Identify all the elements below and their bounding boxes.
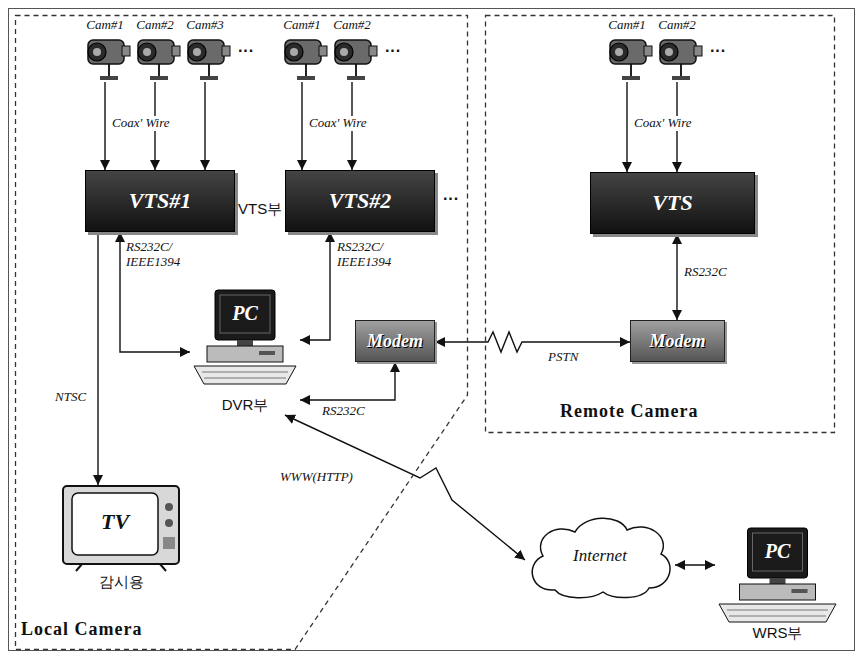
camera-label: Cam#2 (128, 18, 182, 33)
camera-icon: Cam#1 (600, 18, 654, 82)
signal-label: RS232C (322, 404, 365, 419)
connector (300, 232, 330, 340)
ellipsis-mark: ··· (443, 190, 459, 208)
vts-label: VTS#2 (329, 188, 391, 213)
camera-icon: Cam#1 (275, 18, 329, 82)
tv-monitor: TV 감시용 (62, 485, 180, 593)
connector (204, 82, 205, 170)
camera-label: Cam#1 (78, 18, 132, 33)
part-name: VTS부 (238, 200, 282, 217)
vts-label: VTS (652, 190, 692, 215)
signal-label: RS232C (684, 265, 727, 280)
camera-label: Cam#1 (275, 18, 329, 33)
pc-station: PC WRS부 (715, 528, 840, 643)
camera-icon: Cam#1 (78, 18, 132, 82)
ellipsis-mark: ··· (710, 42, 726, 60)
camera-icon: Cam#2 (650, 18, 704, 82)
camera-site-region: Remote Camera Cam#1Cam#2VTS Modem (485, 15, 835, 433)
wire-label: Coax' Wire (307, 116, 369, 131)
connector (97, 232, 98, 485)
camera-site-region: Local CameraCam#1Cam#2Cam#3Cam#1Cam#2VTS… (15, 15, 468, 650)
signal-label: RS232C/ IEEE1394 (337, 240, 403, 270)
camera-label: Cam#2 (650, 18, 704, 33)
modem-label: Modem (367, 331, 423, 352)
camera-label: Cam#1 (600, 18, 654, 33)
vts-unit-box: VTS#2 (285, 170, 435, 232)
outer-frame (9, 9, 855, 651)
wire-label: Coax' Wire (632, 116, 694, 131)
camera-icon: Cam#2 (325, 18, 379, 82)
pc-screen-label: PC (190, 302, 300, 325)
connector (675, 564, 715, 565)
vts-unit-box: VTS#1 (85, 170, 235, 232)
part-name: 감시용 (62, 573, 180, 590)
connector (300, 362, 395, 400)
region-title: Local Camera (21, 619, 142, 640)
camera-icon: Cam#3 (178, 18, 232, 82)
signal-label: RS232C/ IEEE1394 (126, 240, 192, 270)
connector (676, 234, 677, 320)
modem-label: Modem (650, 331, 706, 352)
part-name: DVR부 (190, 396, 300, 413)
vts-label: VTS#1 (129, 188, 191, 213)
camera-icon: Cam#2 (128, 18, 182, 82)
camera-label: Cam#3 (178, 18, 232, 33)
wire-label: Coax' Wire (110, 116, 172, 131)
signal-label: PSTN (548, 350, 578, 365)
connector (285, 415, 525, 560)
pc-station: PC DVR부 (190, 290, 300, 415)
signal-label: WWW(HTTP) (280, 470, 353, 485)
vts-unit-box: VTS (590, 172, 755, 234)
cloud-label: Internet (573, 546, 627, 566)
modem-box: Modem (355, 320, 435, 362)
connector (435, 332, 630, 352)
signal-label: NTSC (55, 390, 86, 405)
ellipsis-mark: ··· (238, 42, 254, 60)
connector (301, 82, 302, 170)
tv-screen-label: TV (72, 509, 158, 534)
ellipsis-mark: ··· (385, 42, 401, 60)
modem-box: Modem (630, 320, 725, 362)
part-name: WRS부 (715, 624, 840, 641)
connector (626, 82, 627, 172)
connector (104, 82, 105, 170)
region-title: Remote Camera (560, 401, 698, 422)
pc-screen-label: PC (715, 540, 840, 563)
camera-label: Cam#2 (325, 18, 379, 33)
internet-cloud: Internet (525, 512, 675, 600)
